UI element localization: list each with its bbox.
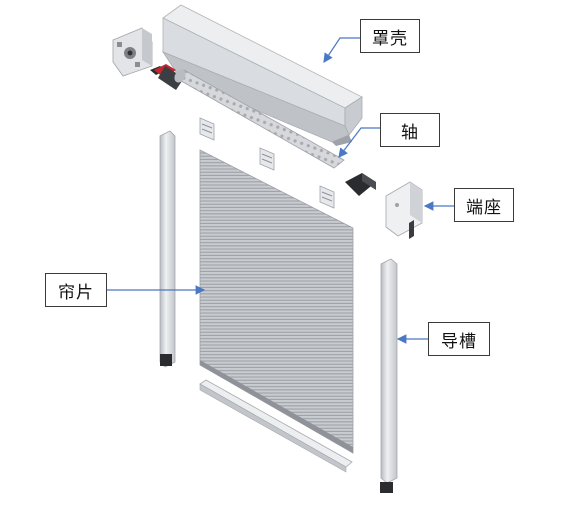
leader-shaft — [338, 127, 380, 158]
curtain-slats — [199, 149, 354, 454]
tube-motor — [154, 64, 184, 90]
hanging-clips — [199, 117, 335, 209]
bottom-bar — [199, 379, 353, 473]
shaft-end-cap — [345, 173, 376, 196]
shaft-tube — [174, 69, 345, 169]
left-guide-rail — [159, 130, 176, 368]
leader-lines — [107, 37, 454, 344]
label-cover: 罩壳 — [360, 19, 420, 53]
leader-cover — [323, 37, 360, 63]
label-curtain: 帘片 — [45, 273, 107, 307]
right-end-seat — [385, 181, 423, 239]
cover-housing — [161, 4, 363, 146]
label-end-seat: 端座 — [454, 188, 514, 222]
label-shaft: 轴 — [380, 113, 440, 147]
right-guide-rail — [380, 258, 398, 493]
left-end-bracket — [112, 27, 166, 77]
label-guide-rail: 导槽 — [428, 322, 490, 356]
